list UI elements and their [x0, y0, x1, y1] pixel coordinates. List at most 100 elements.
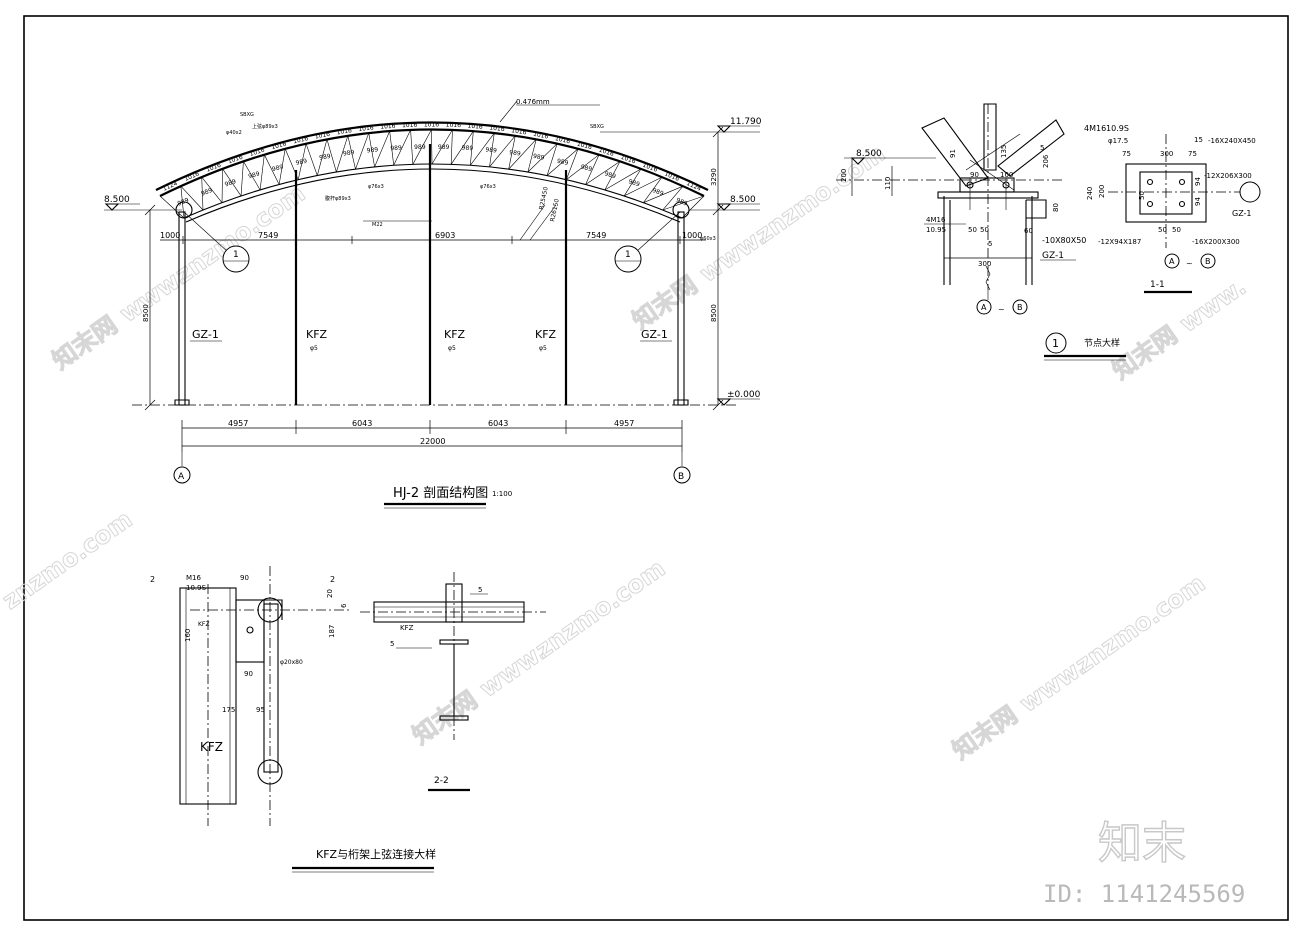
- truss-vertical: [159, 195, 185, 219]
- section11-plate: -12X206X300: [1204, 172, 1252, 180]
- height-dim-left: 8500: [142, 304, 150, 322]
- watermark-site: znzmo.com: [170, 179, 310, 289]
- top-chord-panel-label: 1016: [249, 147, 266, 158]
- section11-column: GZ-1: [1232, 209, 1252, 218]
- top-chord-panel-label: 1016: [576, 141, 593, 152]
- svg-text:7549: 7549: [258, 231, 278, 240]
- truss-vertical: [180, 185, 204, 211]
- svg-text:6903: 6903: [435, 231, 455, 240]
- truss-diagonal: [662, 195, 705, 211]
- radius-label: R26150: [549, 198, 561, 222]
- svg-text:20: 20: [326, 589, 334, 598]
- svg-text:200: 200: [840, 169, 848, 182]
- top-chord-panel-label: 1016: [489, 124, 505, 133]
- node-column: GZ-1: [1042, 251, 1064, 261]
- watermark-brand: 知末网: [47, 311, 122, 375]
- column-label: GZ-1: [641, 328, 668, 341]
- kfz-cut-mark: 2: [330, 575, 335, 584]
- truss-vertical: [201, 176, 223, 203]
- svg-text:1: 1: [625, 250, 631, 260]
- svg-text:90: 90: [970, 171, 979, 179]
- truss-vertical: [604, 161, 621, 191]
- bottom-chord-panel-label: 989: [390, 145, 402, 153]
- member-label: SBXG: [590, 124, 604, 130]
- section11-plate: -16X240X450: [1208, 137, 1256, 145]
- svg-text:B: B: [1205, 257, 1211, 266]
- bottom-chord-panel-label: 989: [556, 158, 569, 167]
- watermark-logo: 知末: [1098, 818, 1186, 869]
- svg-text:A: A: [1169, 257, 1175, 266]
- top-chord-panel-label: 1016: [358, 124, 374, 133]
- truss-diagonal: [604, 168, 642, 191]
- section11-bolts: 4M16: [1084, 124, 1106, 133]
- svg-text:10.9S: 10.9S: [1106, 124, 1129, 133]
- bottom-chord-panel-label: 989: [343, 149, 355, 158]
- svg-text:15: 15: [1194, 136, 1203, 144]
- watermark-brand: 知末网: [627, 271, 702, 335]
- svg-text:50: 50: [1138, 191, 1146, 200]
- truss-diagonal: [585, 161, 621, 185]
- truss-diagonal: [566, 154, 600, 180]
- axis-label-a: A: [178, 472, 185, 482]
- svg-text:50: 50: [1158, 226, 1167, 234]
- bottom-chord-panel-label: 989: [627, 178, 640, 188]
- watermark-brand: 知末网: [1107, 321, 1182, 385]
- node-detail-title: 节点大样: [1084, 337, 1120, 349]
- svg-text:95: 95: [256, 706, 265, 714]
- top-chord-panel-label: 1016: [511, 127, 527, 136]
- top-chord-panel-label: 1016: [533, 131, 550, 141]
- member-label: M22: [372, 222, 383, 228]
- member-label: 腹杆φ89x3: [325, 195, 351, 202]
- svg-text:10.95: 10.95: [926, 226, 946, 234]
- top-chord-panel-label: 1016: [380, 123, 396, 131]
- svg-text:80: 80: [1052, 203, 1060, 212]
- svg-text:A: A: [981, 303, 987, 312]
- bottom-chord-panel-label: 989: [271, 163, 284, 173]
- watermark-site: znzmo.com: [530, 554, 670, 664]
- svg-text:175: 175: [222, 706, 235, 714]
- section-2-2: KFZ 5 5 2-2: [360, 572, 546, 792]
- detail-ref-bubble-left: [222, 245, 250, 273]
- top-chord-panel-label: 1016: [598, 147, 615, 158]
- svg-text:90: 90: [244, 670, 253, 678]
- column-base-right: [673, 399, 689, 406]
- bay-dim: 6043: [488, 419, 508, 428]
- axis-label-b: B: [678, 472, 684, 482]
- node-elev: 8.500: [856, 149, 882, 159]
- truss-vertical: [450, 129, 453, 165]
- truss-diagonal: [297, 143, 307, 180]
- truss-top-chord-outer: [155, 121, 709, 191]
- main-view-title: HJ-2 剖面结构图: [393, 486, 488, 501]
- truss-diagonal: [431, 129, 453, 165]
- column-note: φ5: [448, 345, 456, 352]
- svg-text:1: 1: [233, 250, 239, 260]
- svg-text:6: 6: [340, 603, 348, 608]
- main-view-scale: 1:100: [492, 490, 512, 498]
- truss-diagonal: [259, 154, 265, 190]
- truss-diagonal: [412, 129, 432, 165]
- svg-text:8.500: 8.500: [730, 195, 756, 205]
- truss-vertical: [326, 139, 337, 173]
- bottom-chord-panel-label: 989: [319, 153, 332, 162]
- svg-text:135: 135: [1000, 145, 1008, 158]
- section11-plate: -16X200X300: [1192, 238, 1240, 246]
- detail-ref-bubble-right: [614, 245, 642, 273]
- truss-vertical: [222, 168, 242, 197]
- truss-diagonal: [623, 176, 663, 197]
- kfz-cut-mark: 2: [150, 575, 155, 584]
- svg-text:100: 100: [1000, 171, 1013, 179]
- truss-diagonal: [393, 129, 411, 166]
- node-detail: 8.500 200 110 90 100 5 206 91 135 80 60 …: [836, 103, 1126, 361]
- bay-dim: 4957: [228, 419, 248, 428]
- top-chord-panel-label: 1016: [620, 154, 637, 166]
- svg-text:1000: 1000: [682, 231, 702, 240]
- truss-diagonal: [527, 143, 558, 173]
- truss-diagonal: [489, 135, 516, 168]
- svg-text:240: 240: [1086, 187, 1094, 200]
- svg-text:200: 200: [1098, 185, 1106, 198]
- svg-text:50: 50: [1172, 226, 1181, 234]
- svg-text:11.790: 11.790: [730, 117, 762, 127]
- svg-text:±0.000: ±0.000: [727, 390, 761, 400]
- bottom-chord-panel-label: 989: [509, 149, 521, 158]
